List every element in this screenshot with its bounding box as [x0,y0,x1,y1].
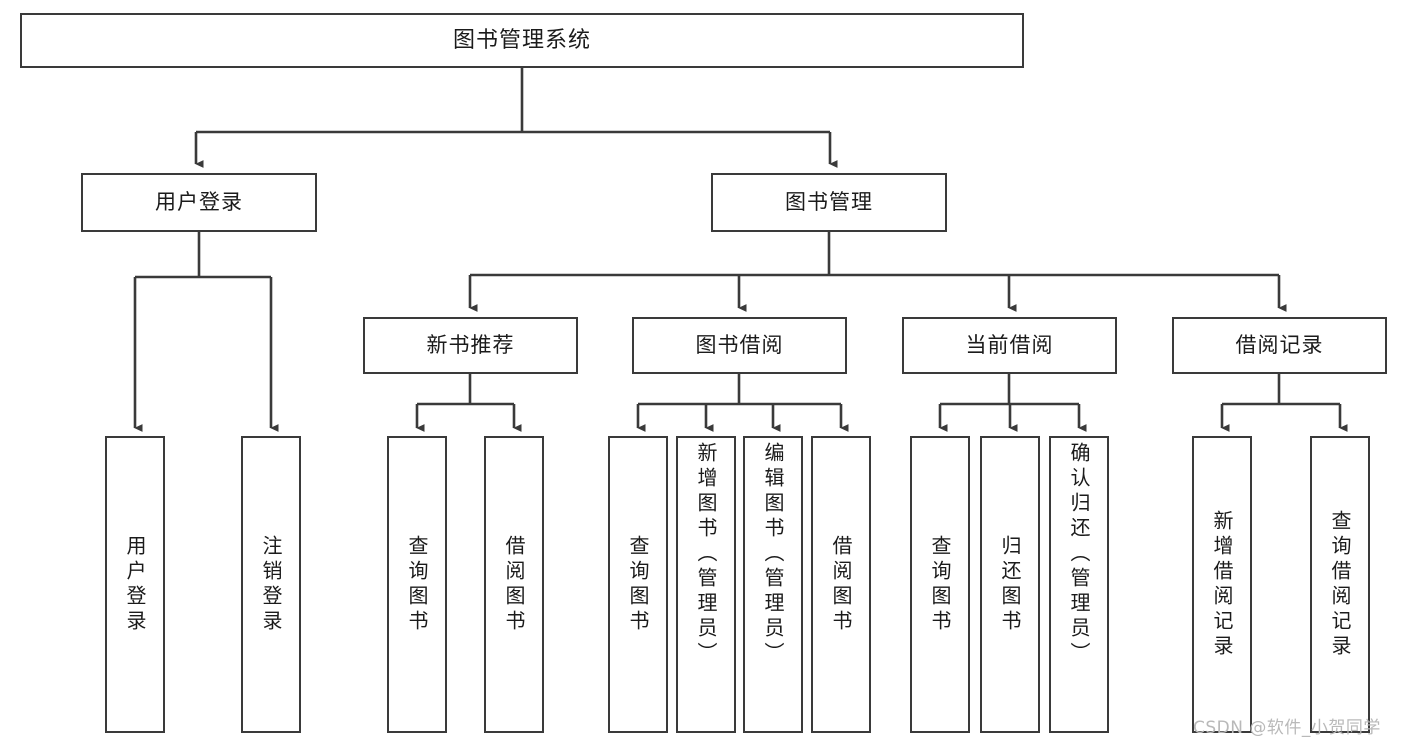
leaf-add-book-admin[interactable]: 新增图书（管理员） [676,436,736,733]
leaf-user-login[interactable]: 用户登录 [105,436,165,733]
node-label: 查询图书 [405,534,429,635]
leaf-borrow-book-recommend[interactable]: 借阅图书 [484,436,544,733]
node-book-borrow[interactable]: 图书借阅 [632,317,847,374]
leaf-edit-book-admin[interactable]: 编辑图书（管理员） [743,436,803,733]
node-label: 新增图书（管理员） [694,442,718,667]
node-label: 编辑图书（管理员） [761,442,785,667]
leaf-add-borrow-record[interactable]: 新增借阅记录 [1192,436,1252,733]
node-label: 借阅图书 [502,534,526,635]
node-root-system[interactable]: 图书管理系统 [20,13,1024,68]
node-label: 新增借阅记录 [1210,509,1234,660]
node-label: 新书推荐 [426,333,515,358]
leaf-confirm-return-admin[interactable]: 确认归还（管理员） [1049,436,1109,733]
node-borrow-record[interactable]: 借阅记录 [1172,317,1387,374]
node-label: 查询图书 [928,534,952,635]
node-book-manage[interactable]: 图书管理 [711,173,947,232]
node-label: 图书借阅 [695,333,784,358]
node-label: 查询图书 [626,534,650,635]
node-label: 用户登录 [123,534,147,635]
node-current-borrow[interactable]: 当前借阅 [902,317,1117,374]
leaf-query-book-current[interactable]: 查询图书 [910,436,970,733]
leaf-query-book-recommend[interactable]: 查询图书 [387,436,447,733]
node-label: 借阅图书 [829,534,853,635]
leaf-return-book[interactable]: 归还图书 [980,436,1040,733]
node-label: 归还图书 [998,534,1022,635]
node-label: 借阅记录 [1235,333,1324,358]
node-label: 查询借阅记录 [1328,509,1352,660]
node-label: 确认归还（管理员） [1067,442,1091,667]
node-label: 用户登录 [155,190,243,215]
leaf-borrow-book[interactable]: 借阅图书 [811,436,871,733]
node-label: 图书管理 [785,190,873,215]
leaf-query-borrow-record[interactable]: 查询借阅记录 [1310,436,1370,733]
node-label: 注销登录 [259,534,283,635]
node-user-login[interactable]: 用户登录 [81,173,317,232]
leaf-query-book-borrow[interactable]: 查询图书 [608,436,668,733]
csdn-watermark: CSDN @软件_小贺同学 [1193,718,1381,738]
node-label: 当前借阅 [965,333,1054,358]
node-label: 图书管理系统 [452,27,591,53]
leaf-logout[interactable]: 注销登录 [241,436,301,733]
node-new-book-recommend[interactable]: 新书推荐 [363,317,578,374]
